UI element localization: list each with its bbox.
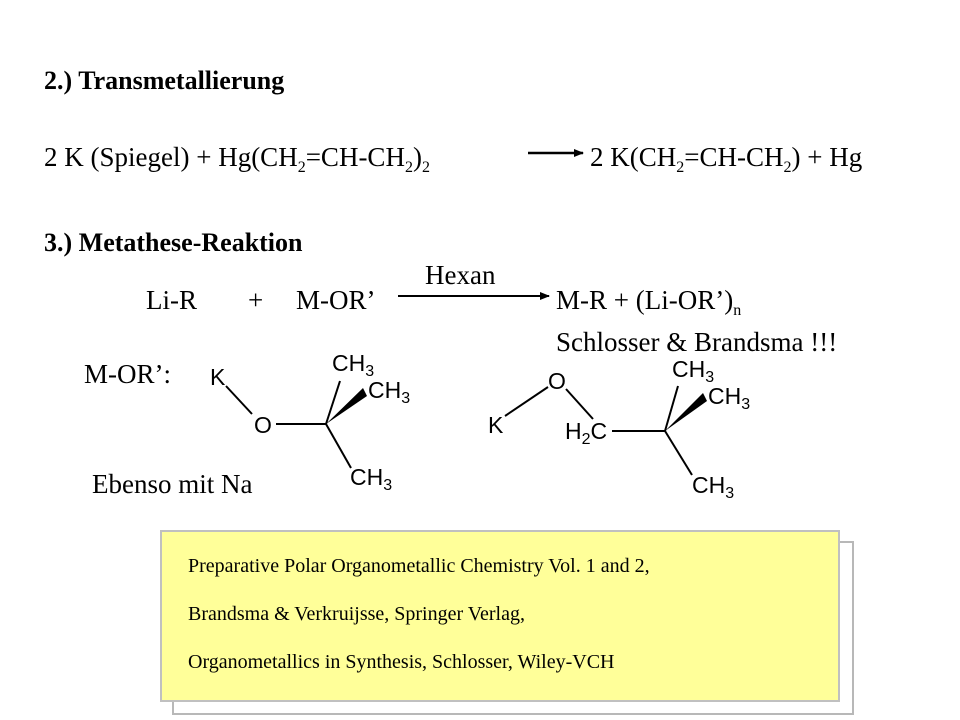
structure1-atom-k: K — [210, 364, 226, 390]
structure2-wedge-bond — [665, 393, 707, 431]
reference-line-1: Preparative Polar Organometallic Chemist… — [188, 555, 650, 577]
s1-ch3-bottom-sub: 3 — [383, 477, 393, 494]
s2-ch3-right-sub: 3 — [741, 396, 751, 413]
lhs-close: ) — [412, 142, 422, 172]
lhs-sub3: 2 — [421, 159, 430, 176]
lhs-prefix: 2 K (Spiegel) + Hg(CH — [44, 142, 298, 172]
structure1-ch3-top: CH3 — [332, 350, 374, 380]
lhs-mid: =CH-CH — [305, 142, 405, 172]
s2-ch3-top-text: CH — [672, 356, 706, 382]
heading-metathese: 3.) Metathese-Reaktion — [44, 228, 303, 257]
lhs-sub1: 2 — [297, 159, 306, 176]
condition-hexan: Hexan — [425, 260, 496, 290]
structure2-atom-k: K — [488, 412, 504, 438]
s2-ch3-right-text: CH — [708, 383, 742, 409]
structure2-ch3-bottom: CH3 — [692, 472, 734, 502]
plus-sign: + — [248, 285, 264, 315]
reactant-m-or: M-OR’ — [296, 285, 376, 315]
rhs-sub1: 2 — [676, 159, 685, 176]
structure1-ch3-bottom: CH3 — [350, 464, 392, 494]
s2-h2c-sub: 2 — [581, 431, 591, 448]
product-text: M-R + (Li-OR’) — [556, 285, 734, 315]
structure1-wedge-bond — [326, 388, 367, 424]
s2-h2c-c: C — [590, 418, 608, 444]
equation-transmetallation-lhs: 2 K (Spiegel) + Hg(CH2=CH-CH2)2 — [44, 142, 430, 176]
s1-ch3-bottom-text: CH — [350, 464, 384, 490]
s1-ch3-right-sub: 3 — [401, 390, 411, 407]
structure2-bonds — [504, 385, 693, 476]
rhs-mid: =CH-CH — [684, 142, 784, 172]
structure1-bonds — [225, 380, 352, 469]
s2-ch3-top-sub: 3 — [705, 369, 715, 386]
structure1-ch3-right: CH3 — [368, 377, 410, 407]
reference-line-2: Brandsma & Verkruijsse, Springer Verlag, — [188, 603, 525, 625]
structure2-h2c: H2C — [565, 418, 608, 448]
attribution-schlosser-brandsma: Schlosser & Brandsma !!! — [556, 327, 838, 357]
s2-ch3-bottom-sub: 3 — [725, 485, 735, 502]
s2-ch3-bottom-text: CH — [692, 472, 726, 498]
equation-transmetallation-rhs: 2 K(CH2=CH-CH2) + Hg — [590, 142, 863, 176]
m-or-label: M-OR’: — [84, 359, 171, 389]
s1-ch3-top-text: CH — [332, 350, 366, 376]
s1-ch3-right-text: CH — [368, 377, 402, 403]
reference-line-3: Organometallics in Synthesis, Schlosser,… — [188, 651, 615, 673]
structure1-atom-o: O — [254, 412, 272, 438]
s1-ch3-top-sub: 3 — [365, 363, 375, 380]
structure2-ch3-top: CH3 — [672, 356, 714, 386]
rhs-suffix: ) + Hg — [791, 142, 863, 172]
rhs-sub2: 2 — [783, 159, 792, 176]
product-sub-n: n — [733, 302, 742, 319]
structure2-atom-o: O — [548, 368, 566, 394]
lhs-sub2: 2 — [404, 159, 413, 176]
metathese-product: M-R + (Li-OR’)n — [556, 285, 741, 319]
rhs-prefix: 2 K(CH — [590, 142, 677, 172]
heading-transmetallierung: 2.) Transmetallierung — [44, 66, 285, 95]
reference-box: Preparative Polar Organometallic Chemist… — [160, 530, 840, 702]
sodium-note: Ebenso mit Na — [92, 469, 253, 499]
structure2-ch3-right: CH3 — [708, 383, 750, 413]
s2-h2c-h: H — [565, 418, 582, 444]
reactant-li-r: Li-R — [146, 285, 197, 315]
